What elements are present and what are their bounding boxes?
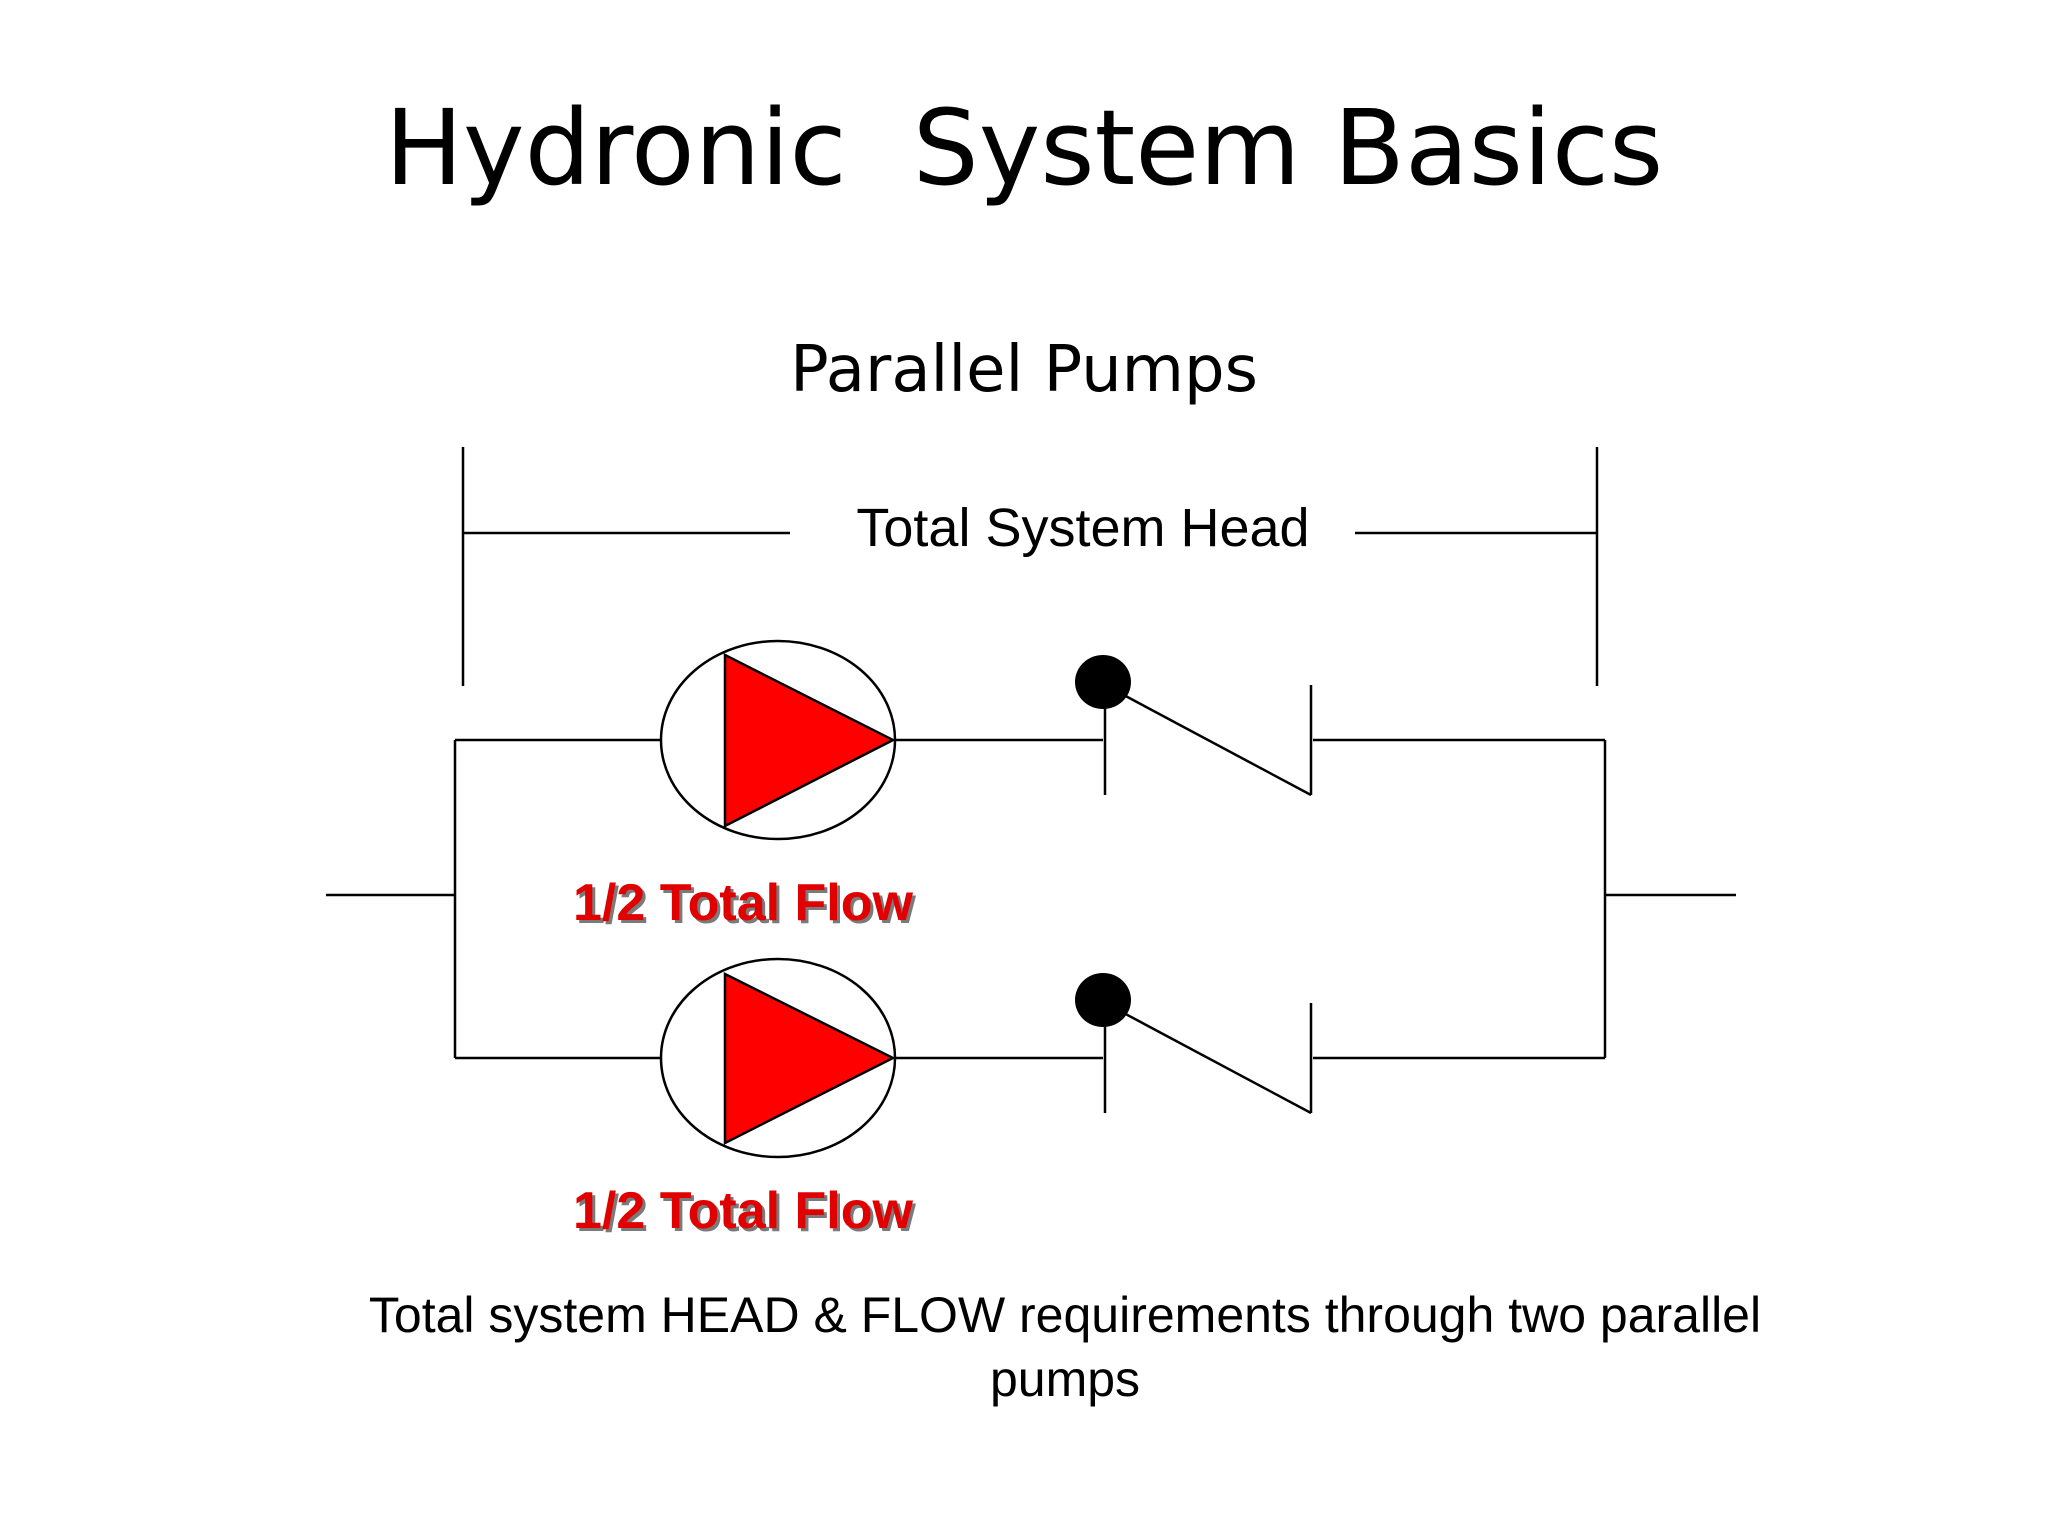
pump-2-triangle-icon — [723, 971, 896, 1146]
pump-2-flow-label: 1/2 Total Flow — [573, 1182, 914, 1240]
check-valve-1-disc — [1104, 683, 1312, 797]
slide-title: Hydronic System Basics — [384, 87, 1664, 209]
pump-1-triangle-icon — [723, 652, 896, 829]
piping — [326, 738, 1736, 1060]
head-label: Total System Head — [856, 498, 1309, 558]
head-dimension — [461, 447, 1599, 686]
pump-2 — [659, 957, 897, 1159]
check-valve-2 — [1075, 973, 1313, 1115]
pump-1-flow-label-shadow: 1/2 Total Flow — [576, 877, 917, 935]
check-valve-2-hinge-icon — [1075, 973, 1131, 1027]
check-valve-1 — [1075, 655, 1313, 797]
slide-caption: Total system HEAD & FLOW requirements th… — [368, 1287, 1762, 1407]
pump-1 — [659, 639, 897, 841]
check-valve-2-disc — [1104, 1001, 1312, 1115]
check-valve-1-hinge-icon — [1075, 655, 1131, 709]
pump-1-flow-label: 1/2 Total Flow — [573, 874, 914, 932]
slide-subtitle: Parallel Pumps — [790, 333, 1258, 407]
pump-2-flow-label-shadow: 1/2 Total Flow — [576, 1185, 917, 1243]
